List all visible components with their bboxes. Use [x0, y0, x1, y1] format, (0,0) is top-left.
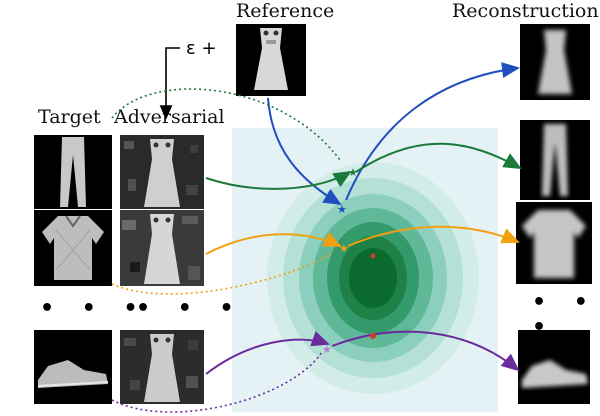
shirt-dotted-path [111, 251, 335, 295]
latent-to-shirt-recon-arrow [347, 225, 520, 247]
contour-core [349, 248, 397, 308]
reconstruction-shirt-image [516, 202, 592, 284]
reconstruction-dress-image [520, 24, 590, 100]
epsilon-label: ε + [186, 38, 217, 59]
latent-to-trousers-recon-arrow [355, 142, 522, 173]
shirt-latent-marker: ★ [339, 242, 349, 255]
reconstruction-trousers-image [520, 120, 590, 200]
reference-label: Reference [236, 0, 335, 22]
ellipsis-adversarial: • • • [136, 296, 244, 321]
adversarial-image-3 [120, 330, 204, 404]
red-marker-2 [370, 333, 376, 339]
adv1-to-latent-arrow [205, 170, 352, 190]
sneaker-dotted-path [111, 351, 323, 413]
reconstruction-label: Reconstruction [452, 0, 599, 22]
latent-to-reconstruction-arrow [345, 62, 520, 201]
epsilon-arrow [159, 47, 180, 120]
reference-to-latent-arrow [267, 97, 342, 206]
red-marker-1 [370, 253, 376, 259]
adv3-to-latent-arrow [205, 331, 330, 375]
sneaker-latent-marker: ★ [322, 343, 332, 356]
ellipsis-target: • • • [40, 296, 148, 321]
target-sneaker-image [34, 330, 112, 404]
ellipsis-reconstruction: • • • [532, 290, 598, 340]
adversarial-image-2 [120, 210, 204, 286]
trousers-latent-marker: ★ [348, 166, 358, 179]
target-label: Target [38, 106, 101, 128]
target-shirt-image [34, 210, 112, 286]
reconstruction-sneaker-image [518, 330, 590, 404]
adversarial-image-1 [120, 135, 204, 209]
adv2-to-latent-arrow [205, 231, 342, 255]
latent-to-sneaker-recon-arrow [331, 330, 520, 372]
latent-gaussian-contours [267, 162, 479, 394]
target-trousers-image [34, 135, 112, 209]
reference-dress-image [236, 24, 306, 96]
reference-latent-marker: ★ [337, 203, 347, 216]
